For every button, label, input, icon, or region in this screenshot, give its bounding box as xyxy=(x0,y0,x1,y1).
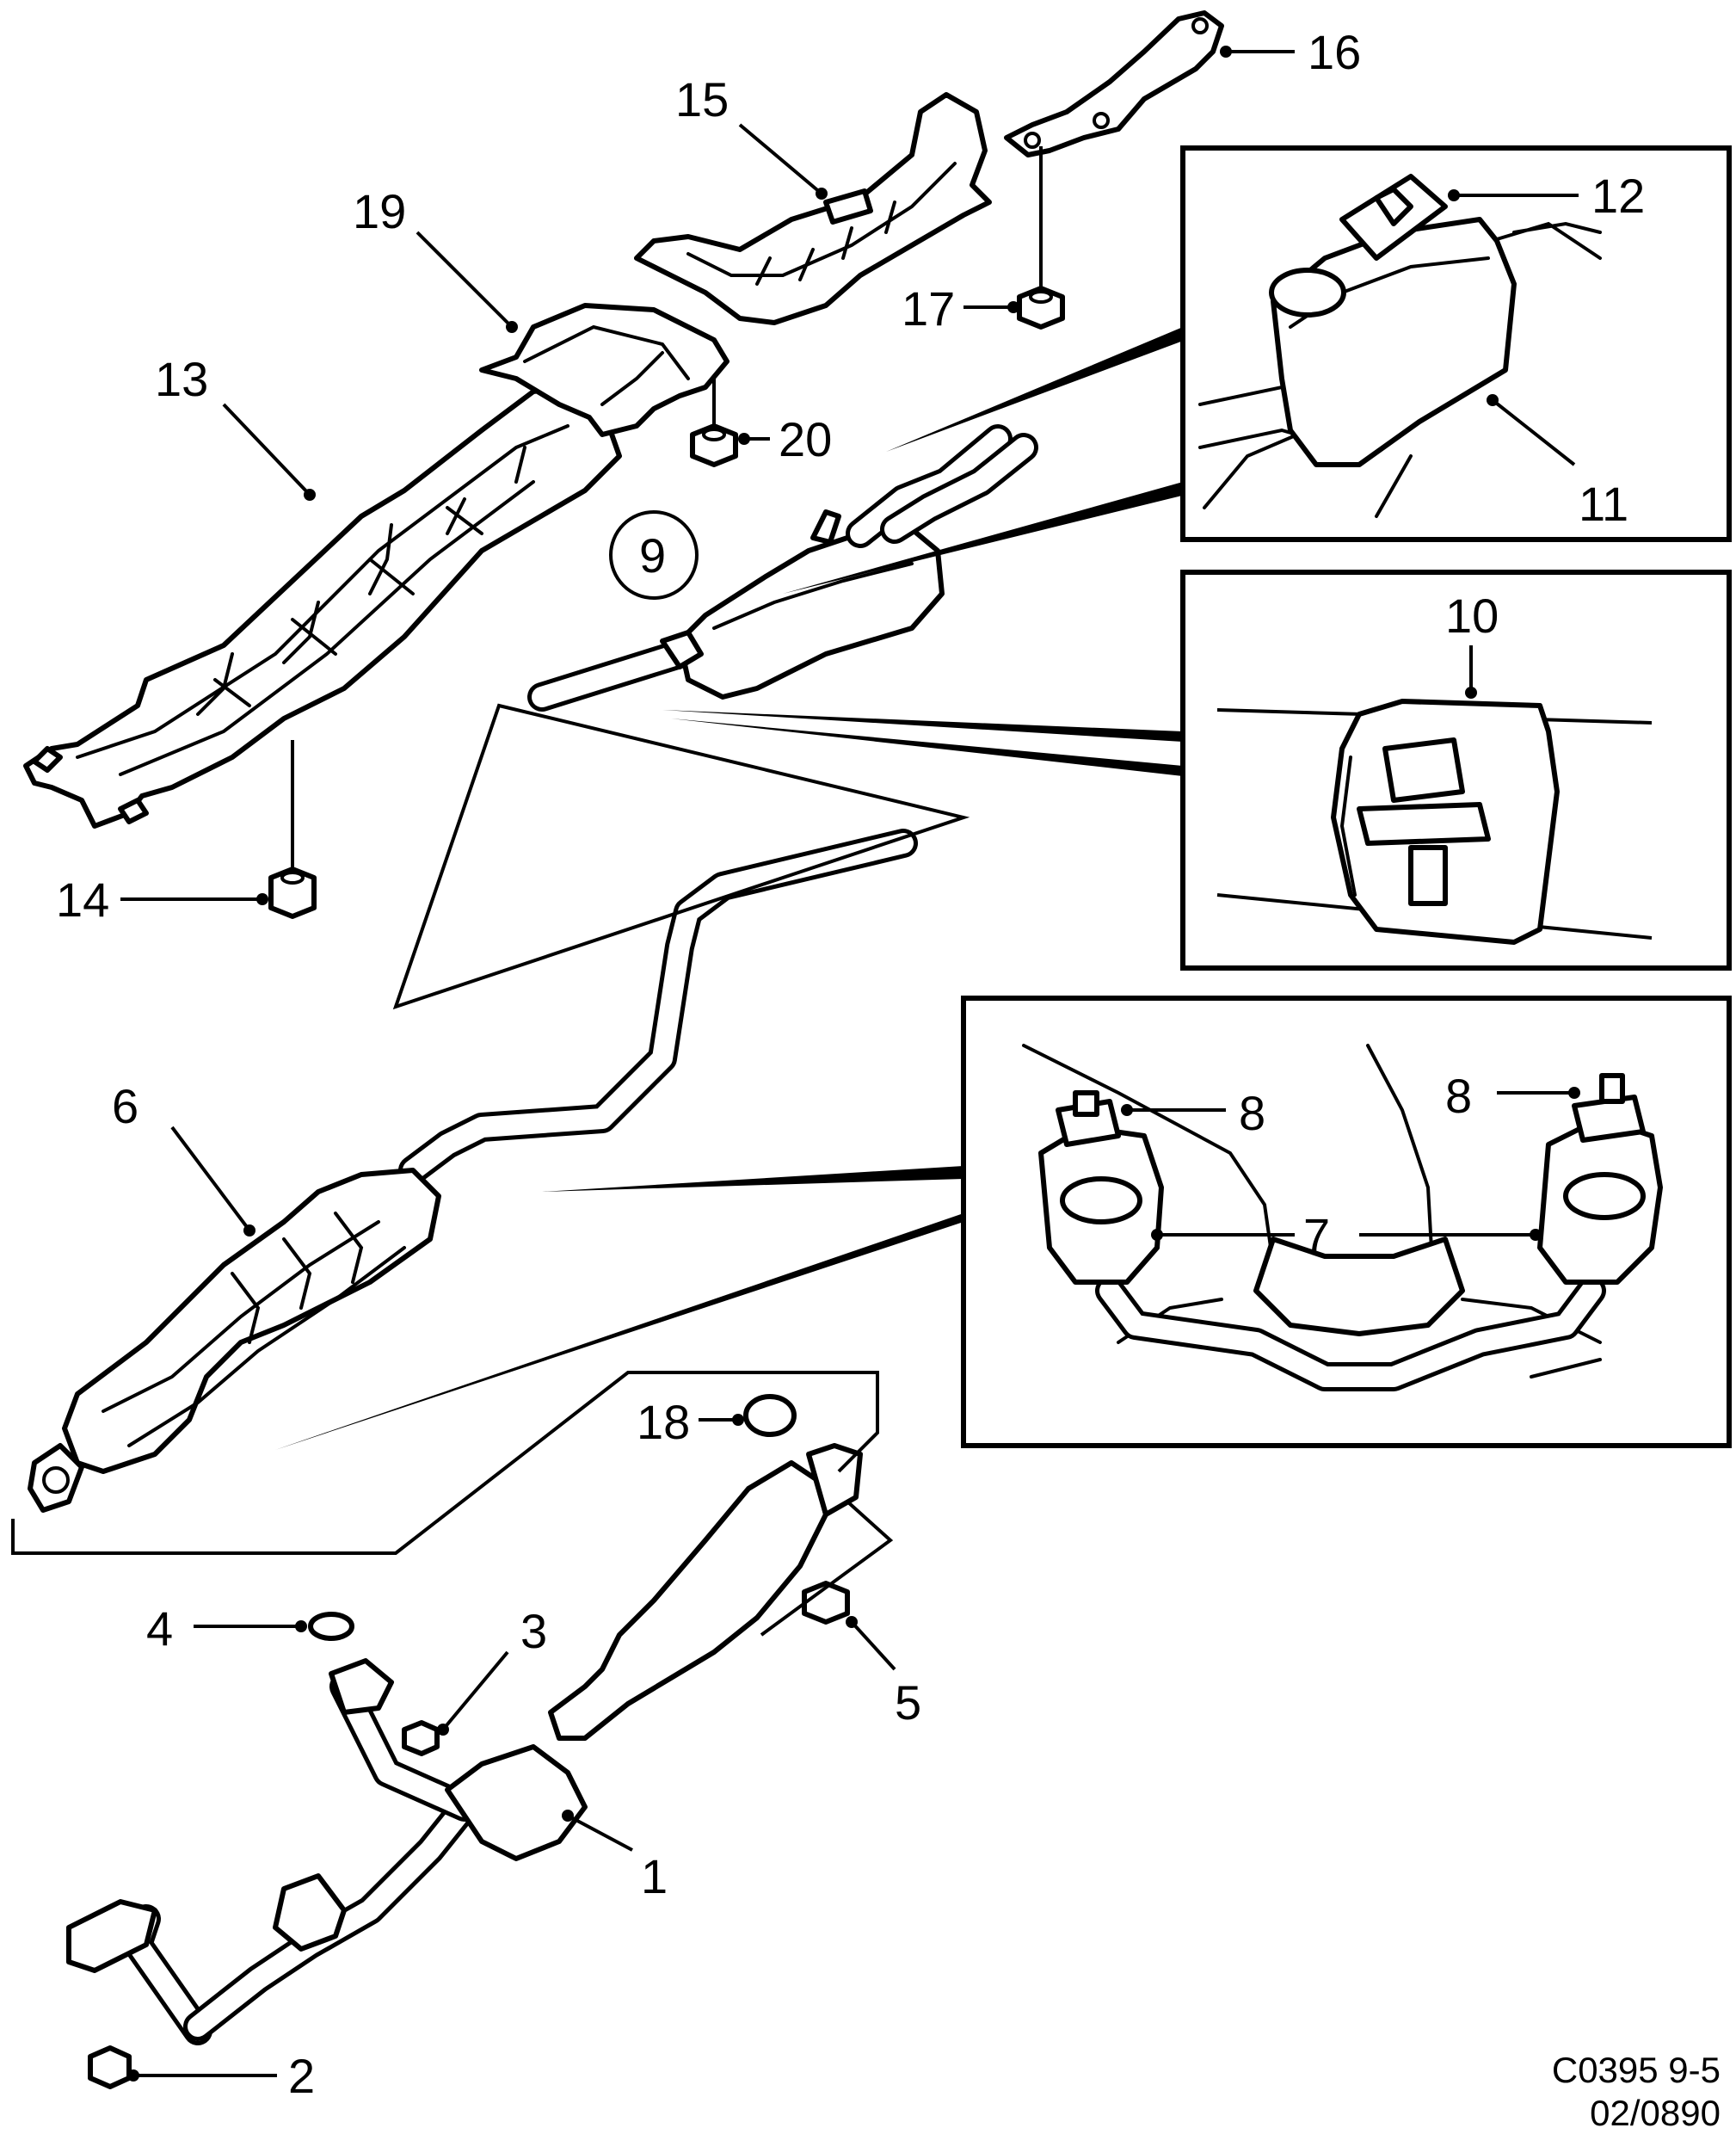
callout-13: 13 xyxy=(155,352,208,406)
zoom-wedge-7-8 xyxy=(275,1166,963,1450)
callout-14: 14 xyxy=(56,873,109,927)
callout-15: 15 xyxy=(675,72,729,126)
assembly-brackets xyxy=(11,703,970,1637)
hangers-7-8-detail xyxy=(1022,1044,1663,1391)
reference-date-text: 02/0890 xyxy=(1590,2093,1721,2133)
callout-2: 2 xyxy=(288,2049,315,2103)
callout-labels: 1 2 3 4 5 6 7 8 8 9 10 11 12 13 14 15 16… xyxy=(56,25,1645,2103)
callout-7: 7 xyxy=(1303,1208,1330,1262)
plug-18 xyxy=(743,1394,797,1437)
heat-shield-15 xyxy=(634,92,992,325)
callout-11: 11 xyxy=(1579,477,1628,531)
heat-shield-13 xyxy=(23,380,622,829)
callout-5: 5 xyxy=(895,1675,921,1730)
callout-8-left: 8 xyxy=(1239,1086,1265,1140)
hanger-11-detail xyxy=(1198,174,1602,518)
nut-17 xyxy=(1017,286,1065,330)
nut-2 xyxy=(88,2045,132,2089)
reference-code-text: C0395 9-5 xyxy=(1552,2050,1721,2090)
callout-9: 9 xyxy=(639,528,666,583)
callout-12: 12 xyxy=(1591,169,1645,223)
callout-19: 19 xyxy=(353,184,406,238)
heat-shield-19 xyxy=(479,303,729,437)
gasket-4 xyxy=(308,1612,354,1641)
callout-3: 3 xyxy=(520,1604,547,1658)
nut-5 xyxy=(802,1581,850,1625)
clamp-10-detail xyxy=(1216,699,1653,945)
callout-10: 10 xyxy=(1445,589,1499,643)
callout-1: 1 xyxy=(641,1849,668,1903)
leader-lines xyxy=(120,46,1580,2082)
intermediate-pipe xyxy=(398,829,918,1185)
zoom-wedge-10 xyxy=(662,710,1183,776)
zoom-wedge-11-12 xyxy=(783,327,1185,594)
callout-17: 17 xyxy=(902,281,955,336)
callout-8-right: 8 xyxy=(1445,1069,1472,1123)
callout-18: 18 xyxy=(637,1395,690,1449)
front-pipe-1 xyxy=(66,1443,863,2045)
rear-muffler xyxy=(527,424,1038,712)
nut-3 xyxy=(402,1720,440,1756)
callout-20: 20 xyxy=(779,412,832,466)
callout-circle-9 xyxy=(609,510,699,600)
reference-code: C0395 9-5 02/0890 xyxy=(1552,2050,1721,2133)
callout-16: 16 xyxy=(1308,25,1361,79)
callout-6: 6 xyxy=(112,1079,139,1133)
callout-4: 4 xyxy=(146,1601,173,1656)
nut-20 xyxy=(690,423,738,467)
nut-14 xyxy=(268,867,317,919)
center-silencer-6 xyxy=(28,1168,441,1513)
bracket-16 xyxy=(1004,10,1224,157)
